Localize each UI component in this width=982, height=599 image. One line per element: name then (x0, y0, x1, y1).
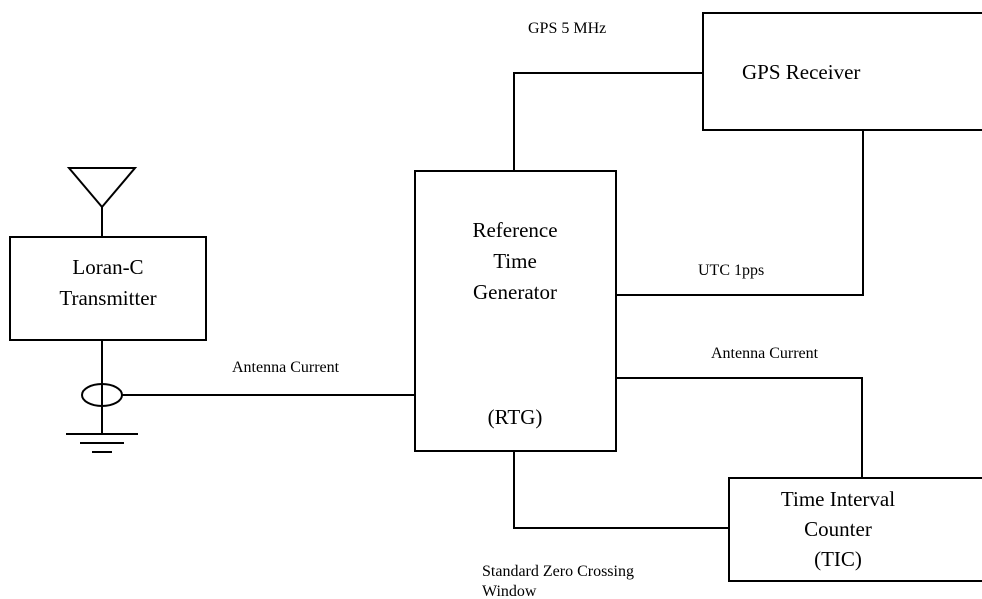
utc-1pps-wire (616, 130, 864, 296)
rtg-label-line1: Reference (472, 218, 557, 242)
rtg-label-line2: Time (493, 249, 537, 273)
utc-1pps-label: UTC 1pps (698, 262, 764, 279)
ground-icon (66, 433, 138, 453)
gps-receiver-block: GPS Receiver (702, 12, 982, 131)
antenna-icon (66, 167, 138, 237)
transmitter-label-line1: Loran-C (72, 255, 143, 279)
rtg-block: Reference Time Generator (RTG) (414, 170, 617, 452)
rtg-label-line3: Generator (473, 280, 557, 304)
rtg-label-abbrev: (RTG) (488, 405, 543, 429)
tic-label-line2: Counter (804, 517, 872, 541)
antenna-current-label-right: Antenna Current (711, 345, 819, 362)
tic-block: Time Interval Counter (TIC) (728, 477, 982, 582)
zero-crossing-label-line1: Standard Zero Crossing (482, 563, 634, 580)
transmitter-label-line2: Transmitter (59, 286, 156, 310)
gps-5mhz-label: GPS 5 MHz (528, 20, 606, 37)
antenna-current-label-left: Antenna Current (232, 359, 340, 376)
tic-label-line1: Time Interval (781, 487, 895, 511)
zero-crossing-label-line2: Window (482, 583, 537, 599)
gps-5mhz-wire (513, 72, 703, 171)
gps-receiver-label: GPS Receiver (742, 60, 860, 84)
zero-crossing-wire (513, 451, 729, 529)
antenna-current-wire-right (616, 377, 863, 478)
tic-label-abbrev: (TIC) (814, 547, 862, 571)
loran-c-transmitter-block: Loran-C Transmitter (9, 236, 207, 341)
